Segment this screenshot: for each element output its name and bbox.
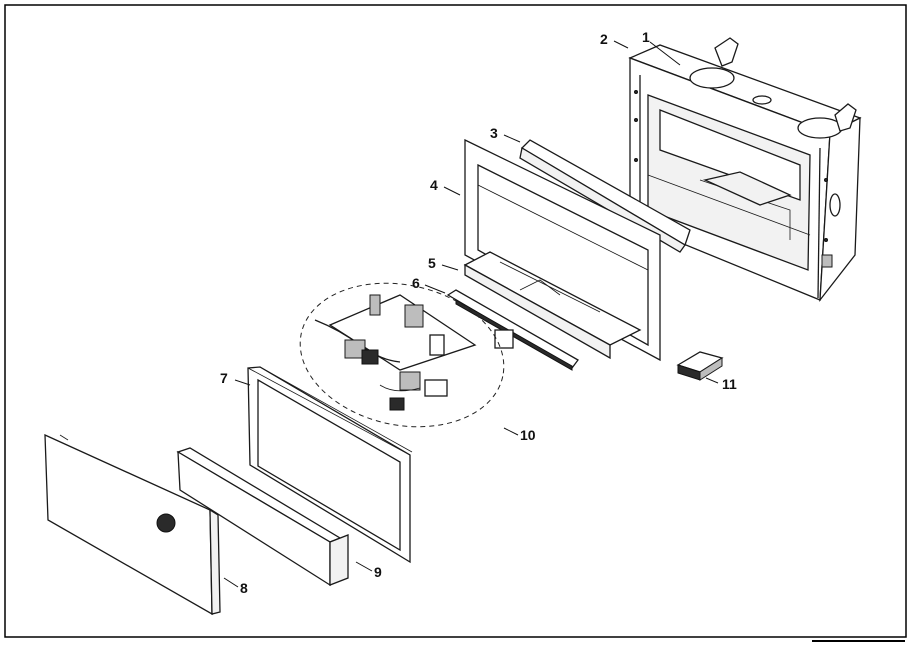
part-8-front-panel [44, 433, 221, 616]
callout-9: 9 [374, 564, 382, 580]
callout-8: 8 [240, 580, 248, 596]
callout-6: 6 [412, 275, 420, 291]
callout-7: 7 [220, 370, 228, 386]
part-6-rail [446, 289, 579, 371]
callout-10: 10 [520, 427, 536, 443]
callout-arrows [223, 40, 719, 588]
callout-2: 2 [600, 31, 608, 47]
part-1-2-firebox [628, 37, 862, 303]
callout-5: 5 [428, 255, 436, 271]
callout-11: 11 [722, 376, 737, 392]
part-10-electronics [299, 282, 505, 428]
part-11-module [676, 351, 724, 381]
callout-4: 4 [430, 177, 438, 193]
callout-3: 3 [490, 125, 498, 141]
part-5-tray [463, 251, 642, 360]
part-9-trim [176, 447, 349, 587]
part-3-top-bar [519, 139, 691, 253]
diagram-frame [4, 4, 907, 638]
part-7-glass-frame [247, 366, 413, 564]
part-4-back-panel [464, 138, 661, 362]
callout-1: 1 [642, 29, 650, 45]
